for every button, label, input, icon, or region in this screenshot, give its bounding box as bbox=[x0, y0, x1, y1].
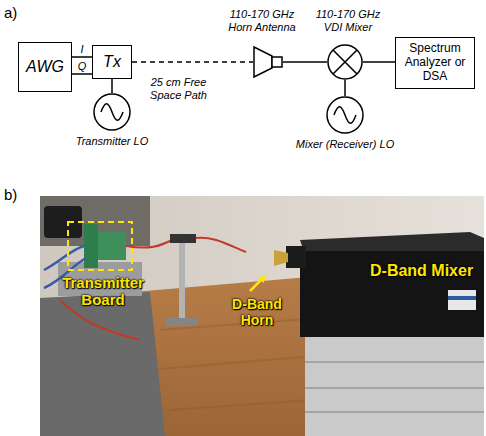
mixer-symbol bbox=[327, 44, 363, 80]
signal-wire bbox=[72, 73, 92, 75]
oscillator-node: Mixer (Receiver) LO bbox=[326, 96, 364, 134]
bench-equipment bbox=[40, 292, 165, 436]
panel-label: a) bbox=[4, 4, 17, 21]
waveguide bbox=[272, 57, 282, 67]
node-label: AWG bbox=[26, 58, 64, 76]
oscillator-symbol bbox=[93, 93, 131, 131]
photo-annotation: D-Band Horn bbox=[226, 296, 288, 328]
signal-wire bbox=[111, 79, 113, 93]
gold-horn bbox=[274, 250, 288, 266]
red-wire bbox=[196, 238, 246, 252]
sine-wave bbox=[334, 107, 356, 124]
panel-label: b) bbox=[4, 186, 17, 203]
signal-wire bbox=[363, 61, 395, 63]
node-label: 110-170 GHz VDI Mixer bbox=[311, 8, 385, 33]
pointer-arrow bbox=[250, 276, 265, 291]
photo-annotation: D-Band Mixer bbox=[370, 262, 473, 280]
oscillator-node: Transmitter LO bbox=[93, 93, 131, 131]
node-label: Transmitter LO bbox=[76, 135, 149, 148]
node-label: Tx bbox=[103, 53, 121, 71]
vdi-tag-stripe bbox=[448, 296, 476, 300]
horn-mount bbox=[286, 246, 306, 268]
transmitter-pcb bbox=[84, 224, 98, 268]
sine-wave bbox=[101, 104, 123, 121]
edge-label: Q bbox=[78, 60, 87, 73]
mixer-cross bbox=[333, 50, 357, 74]
vdi-tag bbox=[448, 290, 476, 310]
horn-symbol bbox=[253, 46, 283, 78]
node-label: Mixer (Receiver) LO bbox=[296, 138, 394, 151]
aluminum-blocks bbox=[305, 337, 484, 436]
signal-wire bbox=[344, 80, 346, 96]
photo-scene bbox=[40, 196, 484, 436]
circle-outline bbox=[327, 97, 363, 133]
node-label: Spectrum Analyzer or DSA bbox=[399, 42, 471, 83]
circle-outline bbox=[328, 45, 362, 79]
transmitter-pcb bbox=[98, 232, 126, 260]
horn-flare bbox=[254, 47, 272, 77]
block-box: AWG bbox=[18, 42, 72, 92]
signal-wire bbox=[72, 56, 92, 58]
oscillator-symbol bbox=[326, 96, 364, 134]
signal-wire bbox=[283, 61, 327, 63]
mixer-top bbox=[300, 232, 484, 252]
block-box: Tx bbox=[92, 45, 132, 79]
post bbox=[179, 240, 185, 320]
mixer-body bbox=[300, 251, 484, 337]
mixer-node: 110-170 GHz VDI Mixer bbox=[327, 44, 363, 80]
photo-annotation: Transmitter Board bbox=[54, 274, 152, 309]
highlight-box bbox=[68, 222, 132, 270]
edge-label: I bbox=[80, 43, 83, 56]
clamp bbox=[170, 234, 196, 243]
node-label: 110-170 GHz Horn Antenna bbox=[225, 8, 299, 33]
horn-antenna: 110-170 GHz Horn Antenna bbox=[253, 46, 283, 78]
free-space-path bbox=[132, 61, 253, 63]
block-seams bbox=[305, 362, 484, 412]
block-box: Spectrum Analyzer or DSA bbox=[395, 37, 475, 89]
circle-outline bbox=[94, 94, 130, 130]
desk-phone bbox=[44, 206, 82, 238]
post-base bbox=[166, 318, 198, 326]
edge-label: 25 cm Free Space Path bbox=[143, 76, 215, 101]
